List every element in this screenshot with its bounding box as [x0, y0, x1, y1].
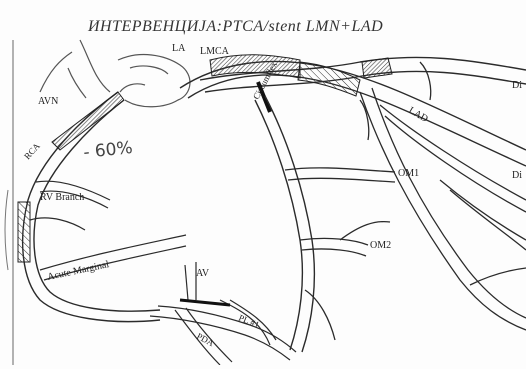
- label-om1: OM1: [398, 168, 419, 179]
- label-lad: LAD: [407, 105, 430, 125]
- rca-lower-stent: [18, 202, 30, 262]
- label-avn: AVN: [38, 96, 58, 107]
- label-acute-marginal: Acute Marginal: [46, 259, 110, 283]
- lmca-lad-vessel: [180, 57, 526, 166]
- label-la: LA: [172, 43, 186, 54]
- stenosis-annotation: - 60%: [82, 138, 133, 163]
- label-pda: PDA: [195, 331, 216, 349]
- label-rca: RCA: [22, 141, 42, 162]
- label-diag-1: Di: [512, 80, 522, 91]
- label-diag-2: Di: [512, 170, 522, 181]
- label-om2: OM2: [370, 240, 391, 251]
- rca-vessel: [23, 92, 160, 322]
- label-rv-branch: RV Branch: [40, 192, 84, 203]
- circumflex-vessel: [255, 96, 314, 352]
- label-pl1: PL #1: [237, 313, 261, 330]
- lmca-stent: [210, 55, 300, 78]
- label-av: AV: [196, 268, 210, 279]
- label-lmca: LMCA: [200, 46, 230, 57]
- lad-prox-stent: [362, 58, 392, 78]
- page-title: ИНТЕРВЕНЦИЈА:PTCA/stent LMN+LAD: [88, 18, 383, 36]
- page-edge-arc: [5, 190, 8, 270]
